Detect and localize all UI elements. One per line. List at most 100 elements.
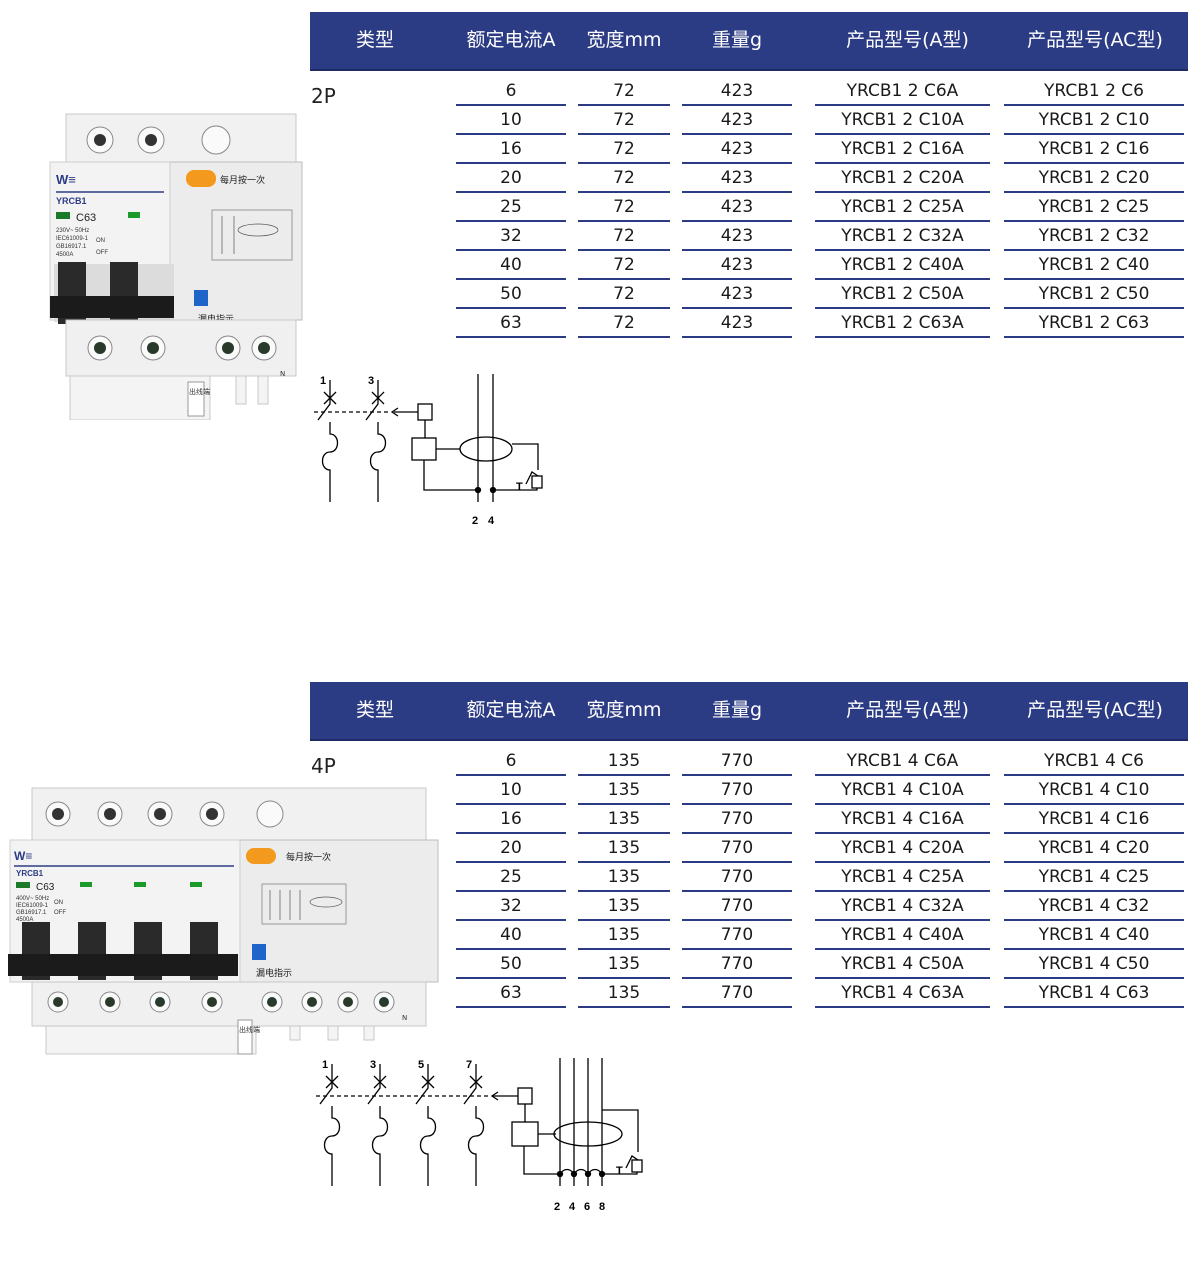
cell-weight: 423 (682, 107, 792, 135)
cell-width: 72 (578, 136, 670, 164)
table-row: 6 135 770 YRCB1 4 C6A YRCB1 4 C6 (0, 748, 1200, 777)
cell-width: 135 (578, 893, 670, 921)
cell-current: 32 (456, 893, 566, 921)
cell-current: 32 (456, 223, 566, 251)
header-model-a: 产品型号(A型) (846, 29, 969, 51)
cell-width: 72 (578, 194, 670, 222)
cell-model-ac: YRCB1 4 C25 (1004, 864, 1184, 892)
cell-width: 72 (578, 165, 670, 193)
cell-weight: 423 (682, 252, 792, 280)
cell-weight: 423 (682, 165, 792, 193)
on-label: ON (54, 900, 63, 906)
cell-model-a: YRCB1 2 C50A (815, 281, 990, 309)
leak-indicator (252, 944, 266, 960)
cell-weight: 423 (682, 281, 792, 309)
cell-current: 6 (456, 748, 566, 776)
header-model-ac: 产品型号(AC型) (1027, 29, 1163, 51)
cell-model-ac: YRCB1 4 C40 (1004, 922, 1184, 950)
cell-weight: 423 (682, 223, 792, 251)
test-label: T (616, 1165, 623, 1177)
cell-weight: 423 (682, 78, 792, 106)
cell-model-ac: YRCB1 2 C50 (1004, 281, 1184, 309)
table-header: 类型 额定电流A 宽度mm 重量g 产品型号(A型) 产品型号(AC型) (310, 682, 1188, 741)
cell-model-a: YRCB1 2 C63A (815, 310, 990, 338)
terminal-label-top: 3 (368, 375, 374, 387)
cell-model-ac: YRCB1 4 C50 (1004, 951, 1184, 979)
off-label: OFF (96, 250, 108, 256)
cell-current: 16 (456, 806, 566, 834)
cell-width: 135 (578, 864, 670, 892)
table-row: 63 135 770 YRCB1 4 C63A YRCB1 4 C63 (0, 980, 1200, 1009)
table-row: 20 135 770 YRCB1 4 C20A YRCB1 4 C20 (0, 835, 1200, 864)
toggle-handle[interactable] (50, 296, 174, 318)
cell-width: 72 (578, 281, 670, 309)
header-weight: 重量g (711, 29, 763, 51)
section-4p: 类型 额定电流A 宽度mm 重量g 产品型号(A型) 产品型号(AC型) 4P … (0, 682, 1200, 1252)
terminal-label-bottom: 6 (584, 1201, 590, 1213)
cell-model-a: YRCB1 2 C20A (815, 165, 990, 193)
cell-model-a: YRCB1 4 C6A (815, 748, 990, 776)
terminal-label-bottom: 8 (599, 1201, 605, 1213)
leak-note: 漏电指示 (256, 967, 292, 979)
leak-indicator (194, 290, 208, 306)
spec-line: 4500A (56, 252, 73, 258)
test-note: 每月按一次 (286, 851, 331, 863)
cell-model-ac: YRCB1 2 C20 (1004, 165, 1184, 193)
terminal-label-top: 3 (370, 1059, 376, 1071)
cell-current: 50 (456, 281, 566, 309)
cell-width: 135 (578, 748, 670, 776)
out-label: 出线端 (189, 387, 210, 396)
test-note: 每月按一次 (220, 174, 265, 186)
terminal-label-bottom: 4 (488, 515, 495, 527)
breaker-4p-drawing: W≡ YRCB1 C63 400V~ 50Hz IEC61009-1 GB169… (8, 787, 439, 1055)
cell-model-ac: YRCB1 4 C16 (1004, 806, 1184, 834)
table-row: 63 72 423 YRCB1 2 C63A YRCB1 2 C63 (0, 310, 1200, 339)
section-2p: 类型 额定电流A 宽度mm 重量g 产品型号(A型) 产品型号(AC型) 2P … (0, 12, 1200, 572)
n-label: N (280, 370, 285, 378)
header-current: 额定电流A (466, 699, 556, 721)
cell-weight: 770 (682, 748, 792, 776)
terminal-label-top: 7 (466, 1059, 472, 1071)
cell-width: 135 (578, 922, 670, 950)
top-terminals (45, 800, 284, 828)
cell-model-a: YRCB1 4 C20A (815, 835, 990, 863)
cell-current: 50 (456, 951, 566, 979)
test-button[interactable] (186, 170, 216, 187)
cell-model-a: YRCB1 2 C32A (815, 223, 990, 251)
cell-width: 135 (578, 806, 670, 834)
table-row: 50 135 770 YRCB1 4 C50A YRCB1 4 C50 (0, 951, 1200, 980)
cell-model-ac: YRCB1 4 C63 (1004, 980, 1184, 1008)
cell-width: 72 (578, 252, 670, 280)
out-label: 出线端 (239, 1025, 260, 1034)
spec-line: 4500A (16, 917, 33, 923)
cell-model-a: YRCB1 2 C16A (815, 136, 990, 164)
off-label: OFF (54, 910, 66, 916)
header-current: 额定电流A (466, 29, 556, 51)
header-type: 类型 (355, 29, 394, 51)
cell-current: 25 (456, 864, 566, 892)
cell-current: 63 (456, 980, 566, 1008)
cell-weight: 770 (682, 864, 792, 892)
cell-weight: 423 (682, 136, 792, 164)
table-header: 类型 额定电流A 宽度mm 重量g 产品型号(A型) 产品型号(AC型) (310, 12, 1188, 71)
terminal-label-bottom: 4 (569, 1201, 576, 1213)
test-button[interactable] (246, 848, 276, 864)
cell-width: 72 (578, 223, 670, 251)
header-width: 宽度mm (586, 29, 662, 51)
toggle-handle[interactable] (8, 954, 238, 976)
terminal-label-bottom: 2 (472, 515, 478, 527)
cell-model-a: YRCB1 2 C25A (815, 194, 990, 222)
cell-model-ac: YRCB1 2 C40 (1004, 252, 1184, 280)
svg-text:W≡: W≡ (14, 849, 32, 863)
cell-weight: 770 (682, 951, 792, 979)
cell-current: 40 (456, 252, 566, 280)
cell-model-ac: YRCB1 4 C10 (1004, 777, 1184, 805)
cell-width: 72 (578, 107, 670, 135)
cell-model-a: YRCB1 4 C50A (815, 951, 990, 979)
bottom-terminals (87, 335, 277, 361)
cell-model-a: YRCB1 2 C10A (815, 107, 990, 135)
cell-weight: 423 (682, 194, 792, 222)
cell-weight: 770 (682, 980, 792, 1008)
table-row: 50 72 423 YRCB1 2 C50A YRCB1 2 C50 (0, 281, 1200, 310)
svg-text:W≡: W≡ (56, 172, 76, 187)
